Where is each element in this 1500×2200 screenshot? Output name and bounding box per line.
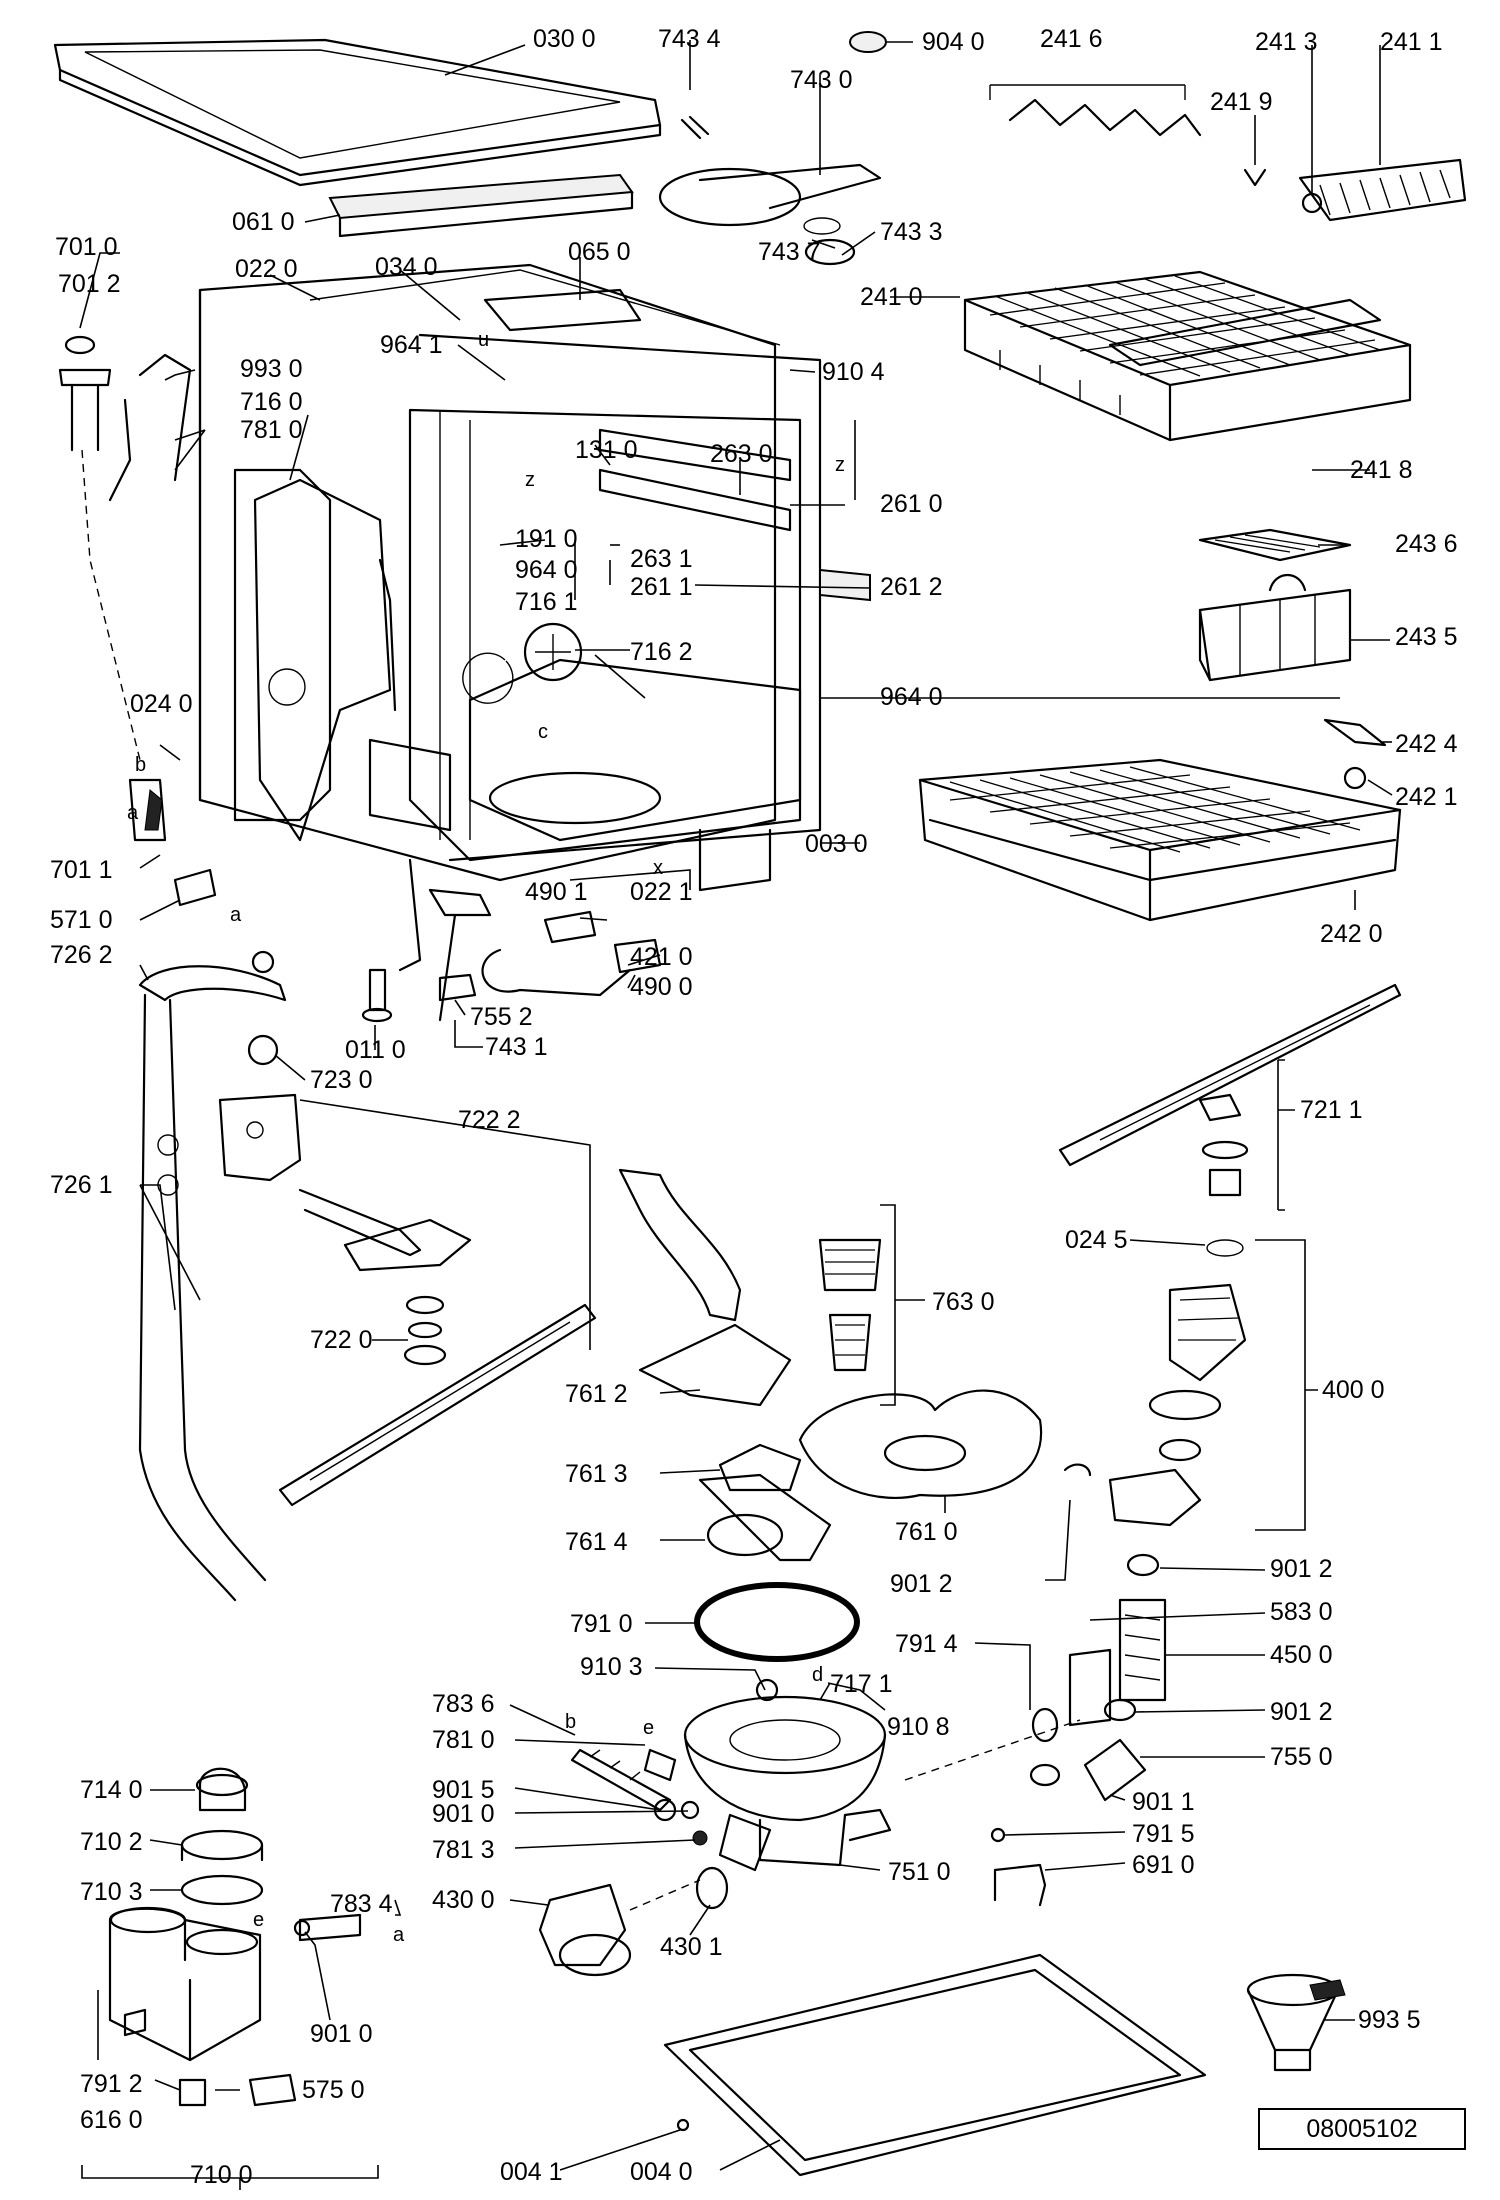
- inlet-hoses-left: [58, 335, 217, 907]
- sensor-parts: [904, 1719, 1081, 1907]
- float-switch-parts: [570, 1748, 708, 1846]
- circulation-pump-400-0: [1063, 1239, 1247, 1527]
- insulation-061-0: [328, 173, 634, 238]
- base-frame-004-0: [663, 1953, 1207, 2177]
- arm-supply-parts: [658, 31, 887, 266]
- lower-rack-accessories: [1323, 718, 1387, 790]
- leader-lines: [79, 40, 1393, 2171]
- document-number-box: 08005102: [1258, 2108, 1466, 2150]
- worktop-030-0: [53, 38, 662, 187]
- salt-funnel-993-5: [1246, 1973, 1346, 2072]
- lower-bracket-parts: [361, 888, 492, 1023]
- lower-basket-242-0: [918, 758, 1402, 922]
- upper-rack-accessories: [989, 84, 1467, 222]
- heater-450-0: [1029, 1553, 1167, 1802]
- upper-spray-arm-721-1: [1058, 983, 1402, 1197]
- lower-spray-arm-assembly: [218, 1034, 597, 1507]
- water-softener-710-0: [81, 1767, 379, 2190]
- power-cord-parts: [438, 910, 662, 1002]
- document-number: 08005102: [1306, 2114, 1418, 2143]
- upper-basket-241-0: [963, 270, 1412, 442]
- sump-gasket-791-0: [694, 1582, 860, 1662]
- tub-frame-022-0: [198, 263, 871, 972]
- drain-pump-430-0: [538, 1866, 729, 1977]
- micro-filter-763-0: [818, 1238, 882, 1372]
- sump-751-0: [683, 1678, 892, 1872]
- cutlery-basket: [1198, 528, 1352, 682]
- filter-sump-parts: [618, 1168, 1043, 1562]
- supply-pipe-726-1: [138, 950, 287, 1602]
